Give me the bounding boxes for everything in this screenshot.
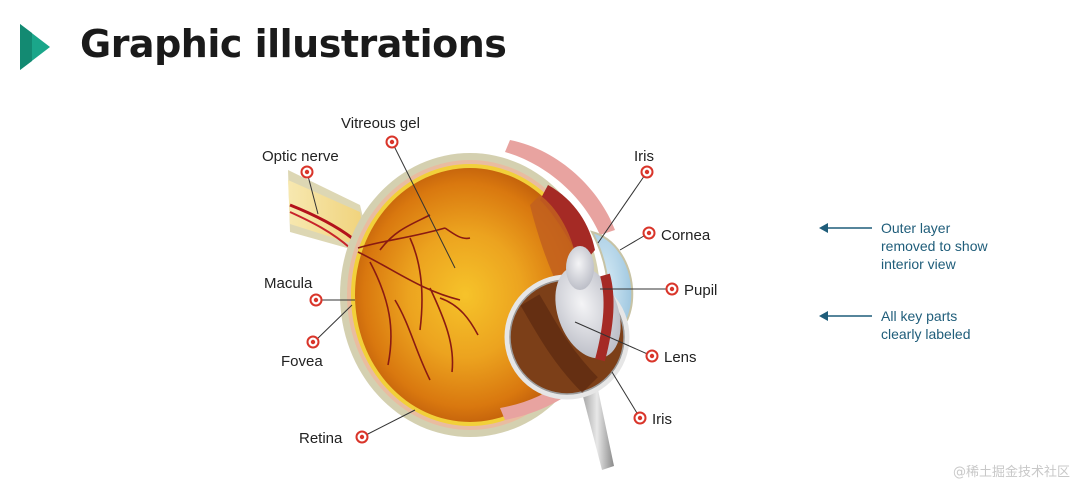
play-arrow-icon [20, 24, 50, 70]
label-iris-top: Iris [634, 148, 654, 165]
marker-retina [355, 430, 369, 444]
label-iris-bottom: Iris [652, 411, 672, 428]
optic-nerve-shape [288, 170, 372, 255]
svg-text:interior view: interior view [881, 256, 957, 272]
note-key-parts: All key parts clearly labeled [819, 308, 971, 342]
label-optic-nerve: Optic nerve [262, 148, 339, 165]
marker-pupil [665, 282, 679, 296]
arrow-left-icon [819, 311, 828, 321]
svg-text:Outer layer: Outer layer [881, 220, 951, 236]
leader-lines [306, 141, 672, 438]
marker-macula [309, 293, 323, 307]
retinal-vessels [357, 214, 479, 381]
marker-iris-bottom [633, 411, 647, 425]
watermark: @稀土掘金技术社区 [952, 465, 1070, 480]
arrow-left-icon [819, 223, 828, 233]
marker-lens [645, 349, 659, 363]
label-macula: Macula [264, 275, 313, 292]
svg-text:clearly labeled: clearly labeled [881, 326, 971, 342]
iris-shape [540, 185, 595, 265]
label-fovea: Fovea [281, 353, 323, 370]
label-cornea: Cornea [661, 227, 711, 244]
label-vitreous-gel: Vitreous gel [341, 115, 420, 132]
marker-vitreous-gel [385, 135, 399, 149]
magnifier [504, 265, 630, 470]
outer-layer-cut [505, 140, 615, 235]
svg-text:removed to show: removed to show [881, 238, 988, 254]
slide-title: Graphic illustrations [80, 22, 507, 66]
marker-fovea [306, 335, 320, 349]
note-outer-layer: Outer layer removed to show interior vie… [819, 220, 988, 272]
label-lens: Lens [664, 349, 697, 366]
label-retina: Retina [299, 430, 343, 447]
marker-cornea [642, 226, 656, 240]
marker-optic-nerve [300, 165, 314, 179]
lens-shape [566, 246, 594, 290]
marker-iris-top [640, 165, 654, 179]
label-pupil: Pupil [684, 282, 717, 299]
svg-text:All key parts: All key parts [881, 308, 957, 324]
